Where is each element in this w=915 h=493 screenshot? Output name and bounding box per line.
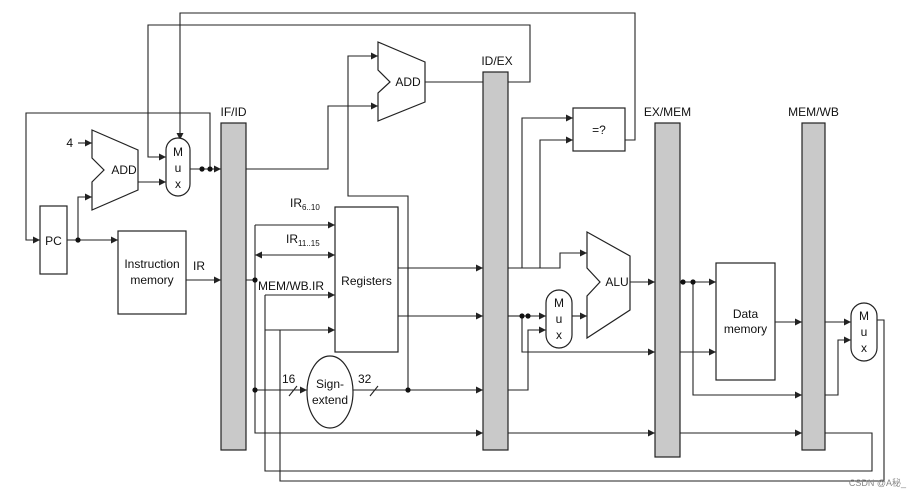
dmem-line-1: Data bbox=[733, 307, 759, 321]
ir-rs-label: IR6..10 bbox=[290, 196, 320, 212]
registers-label: Registers bbox=[341, 274, 392, 288]
junctions bbox=[75, 166, 696, 393]
imem-line-2: memory bbox=[130, 273, 173, 287]
wire-writeback-ir bbox=[264, 295, 873, 472]
wire-branch-target bbox=[147, 24, 531, 158]
wire-eq-b2 bbox=[539, 139, 573, 268]
wire-imm-to-mux bbox=[508, 329, 546, 391]
pipeline-registers: IF/ID ID/EX EX/MEM MEM/WB bbox=[220, 54, 839, 458]
pc-register: PC bbox=[39, 205, 68, 275]
ir-rt-label: IR11..15 bbox=[286, 232, 320, 248]
wire-alu-bypass bbox=[692, 282, 802, 396]
arrowheads bbox=[33, 52, 851, 437]
wb-mux-m: M bbox=[859, 309, 869, 323]
ex-mem-label: EX/MEM bbox=[644, 105, 691, 119]
mem-wb-label: MEM/WB bbox=[788, 105, 839, 119]
dmem-line-2: memory bbox=[724, 322, 767, 336]
wb-mux-x: x bbox=[861, 341, 867, 355]
if-mux: M u x bbox=[165, 137, 191, 197]
wb-mux-u: u bbox=[861, 325, 868, 339]
wire-writeback-data bbox=[279, 319, 885, 482]
wb-mux: M u x bbox=[850, 302, 878, 362]
sign-extend-line-2: extend bbox=[312, 393, 348, 407]
equality-test: =? bbox=[572, 107, 626, 152]
ir-label: IR bbox=[193, 259, 205, 273]
width-slash-32 bbox=[369, 385, 379, 397]
wire-branch-select bbox=[179, 12, 636, 141]
svg-text:IR11..15: IR11..15 bbox=[286, 232, 320, 248]
width-16-label: 16 bbox=[282, 372, 296, 386]
if-mux-u: u bbox=[175, 161, 182, 175]
alu: ALU bbox=[586, 230, 631, 340]
register-file: Registers bbox=[334, 206, 399, 353]
equality-label: =? bbox=[592, 123, 606, 137]
ex-mux: M u x bbox=[545, 289, 573, 349]
if-mux-m: M bbox=[173, 145, 183, 159]
svg-text:IR6..10: IR6..10 bbox=[290, 196, 320, 212]
watermark: CSDN @A秘_ bbox=[849, 477, 907, 488]
ex-mux-m: M bbox=[554, 296, 564, 310]
ex-mem-register bbox=[654, 122, 681, 458]
pc-label: PC bbox=[45, 234, 62, 248]
if-id-register bbox=[220, 122, 247, 451]
wire-pc-to-add bbox=[77, 196, 92, 240]
wire-imm-to-add bbox=[347, 55, 409, 390]
wire-wb-alu bbox=[825, 339, 851, 396]
alu-label: ALU bbox=[605, 275, 628, 289]
if-mux-x: x bbox=[175, 177, 181, 191]
id-adder: ADD bbox=[377, 41, 426, 122]
if-id-label: IF/ID bbox=[221, 105, 247, 119]
width-slash-16 bbox=[288, 385, 298, 397]
id-ex-register bbox=[482, 71, 509, 451]
if-adder: ADD bbox=[91, 129, 139, 211]
width-32-label: 32 bbox=[358, 372, 372, 386]
mem-wb-register bbox=[801, 122, 826, 451]
id-adder-label: ADD bbox=[395, 75, 421, 89]
const-4-label: 4 bbox=[66, 136, 73, 150]
ex-mux-u: u bbox=[556, 312, 563, 326]
wire-ifid-to-add bbox=[246, 105, 378, 170]
sign-extend-line-1: Sign- bbox=[316, 377, 344, 391]
mem-wb-ir-label: MEM/WB.IR bbox=[258, 279, 324, 293]
sign-extend-unit: Sign- extend bbox=[306, 355, 354, 429]
instruction-memory: Instruction memory bbox=[117, 230, 187, 315]
if-adder-label: ADD bbox=[111, 163, 137, 177]
data-memory: Data memory bbox=[715, 262, 776, 381]
id-ex-label: ID/EX bbox=[481, 54, 512, 68]
wires bbox=[25, 12, 885, 482]
wire-alu-a bbox=[508, 252, 587, 269]
imem-line-1: Instruction bbox=[124, 257, 179, 271]
wire-b-to-exmem bbox=[521, 316, 655, 353]
wire-ifid-bus bbox=[246, 279, 483, 434]
ex-mux-x: x bbox=[556, 328, 562, 342]
